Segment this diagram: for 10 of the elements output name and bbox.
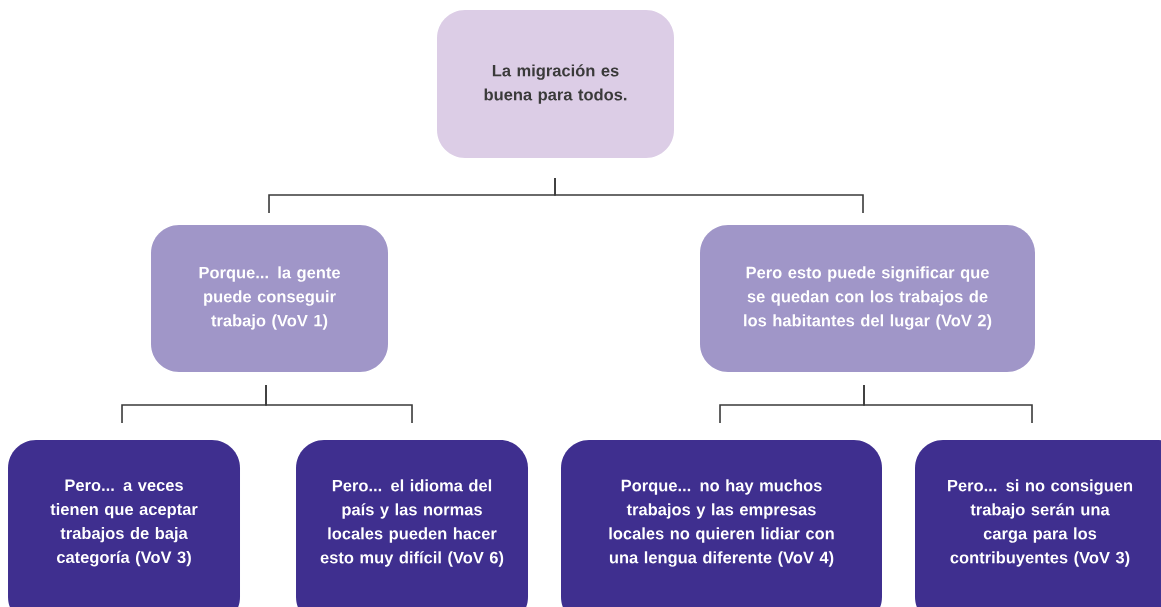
reason-box: Porque... la gente puede conseguir trabajo (VoV 1) bbox=[151, 225, 388, 372]
connector bbox=[265, 384, 413, 424]
reason-box: Porque... no hay muchos trabajos y las empresas locales no quieren lidiar con una lengua diferente (VoV 4) bbox=[561, 440, 882, 607]
reason-box: Pero... si no consiguen trabajo serán una carga para los contribuyentes (VoV 3) bbox=[915, 440, 1161, 607]
connector bbox=[863, 384, 1033, 424]
reason-box: Pero esto puede significar que se quedan con los trabajos de los habitantes del lugar (VoV 2) bbox=[700, 225, 1035, 372]
reason-box: Pero... el idioma del país y las normas locales pueden hacer esto muy difícil (VoV 6) bbox=[296, 440, 528, 607]
claim-box: La migración es buena para todos. bbox=[437, 10, 674, 158]
connector bbox=[554, 177, 864, 214]
reason-box: Pero... a veces tienen que aceptar trabajos de baja categoría (VoV 3) bbox=[8, 440, 240, 607]
